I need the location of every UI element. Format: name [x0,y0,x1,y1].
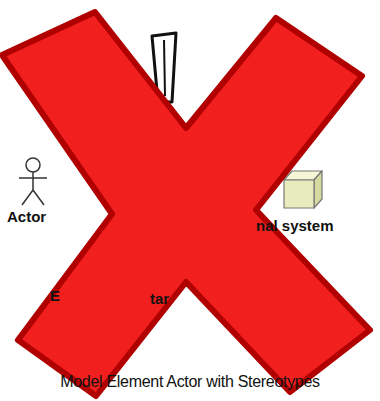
node-cube-symbol [284,171,322,208]
caption: Model Element Actor with Stereotypes [0,373,380,391]
actor-symbol [19,158,47,205]
actor-label: Actor [7,208,46,225]
fragment-label: tar [150,290,169,307]
node-label: nal system [256,217,334,234]
fragment-label: E [50,287,60,304]
red-cross-mark [2,12,370,396]
